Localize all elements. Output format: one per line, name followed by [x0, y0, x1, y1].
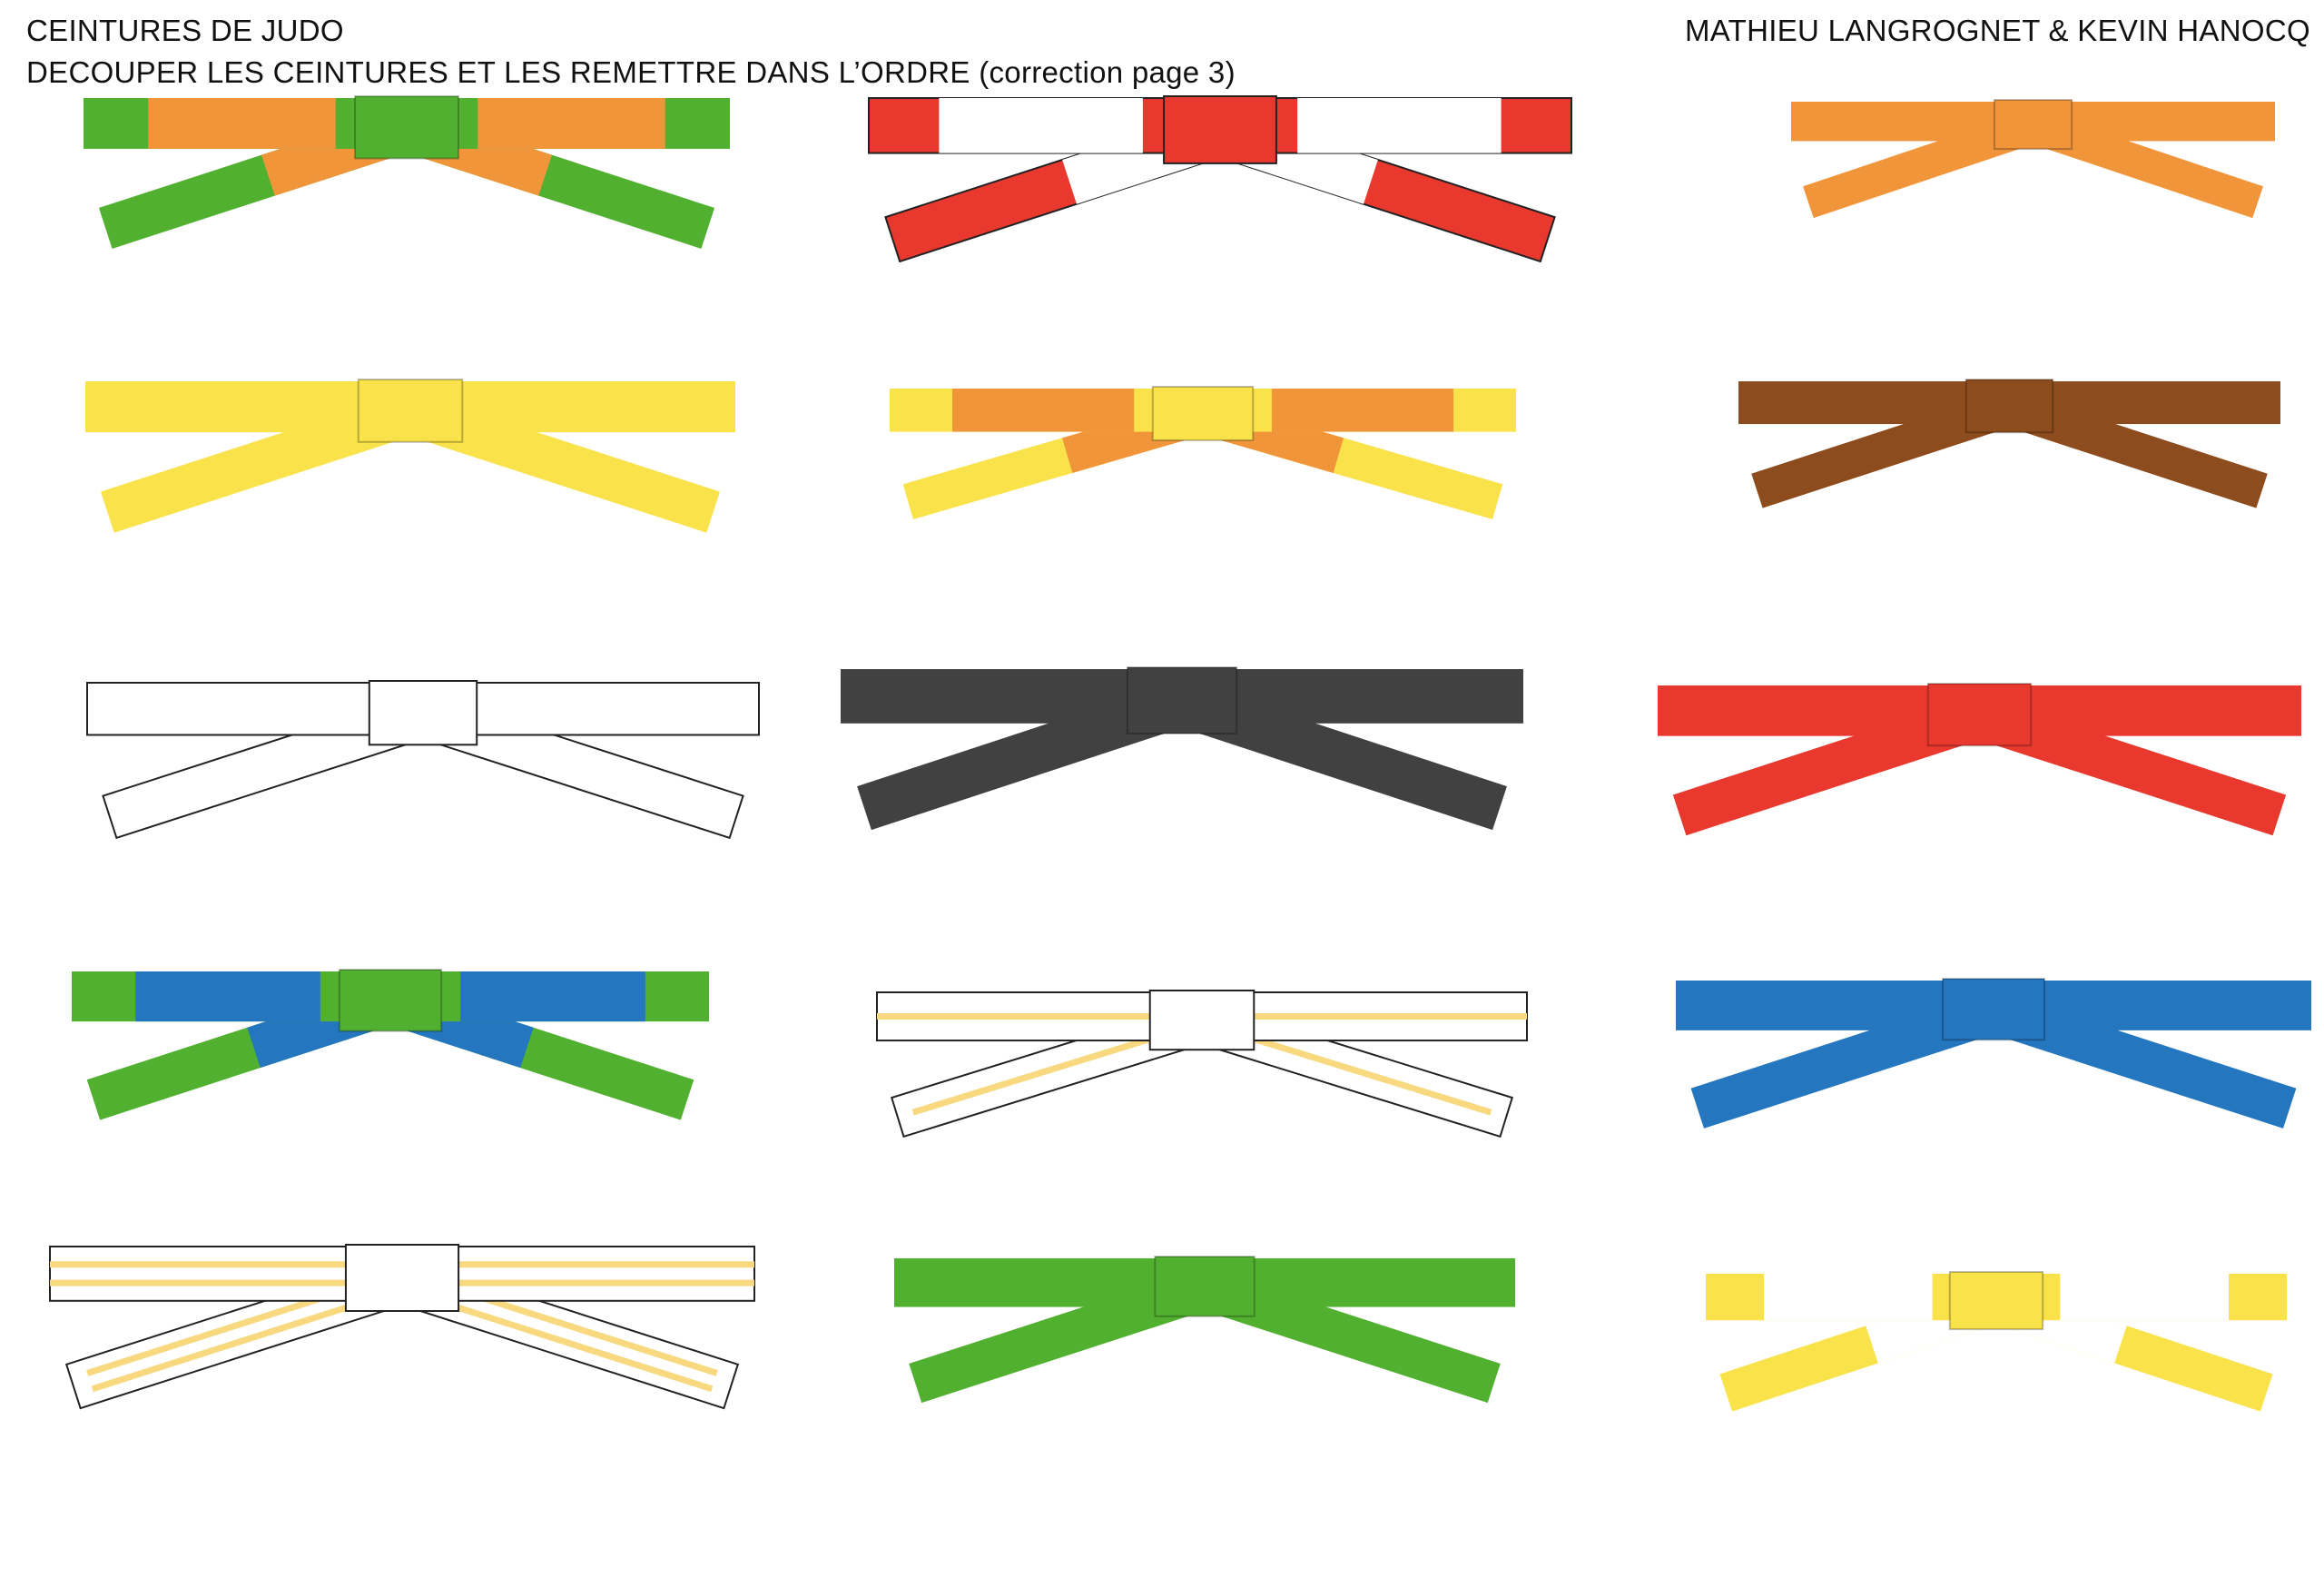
belt-red-white — [868, 95, 1572, 263]
belt-white-one-stripe — [876, 990, 1528, 1138]
belt-red — [1658, 683, 2301, 836]
authors-text: MATHIEU LANGROGNET & KEVIN HANOCQ — [1685, 14, 2310, 47]
belt-black — [841, 666, 1523, 831]
belt-orange — [1791, 99, 2275, 219]
belt-blue — [1676, 978, 2311, 1129]
belt-green-blue — [72, 969, 709, 1120]
belt-white — [86, 680, 760, 840]
belt-green — [894, 1256, 1515, 1404]
belt-white-two-stripes — [49, 1244, 755, 1410]
belt-brown — [1738, 379, 2280, 508]
instructions-text: DECOUPER LES CEINTURES ET LES REMETTRE D… — [26, 55, 1236, 89]
belt-green-orange — [84, 95, 730, 249]
belt-yellow-white — [1706, 1271, 2287, 1412]
page-title: CEINTURES DE JUDO — [26, 14, 344, 47]
belt-yellow — [85, 379, 735, 533]
belt-yellow-orange — [890, 386, 1516, 519]
